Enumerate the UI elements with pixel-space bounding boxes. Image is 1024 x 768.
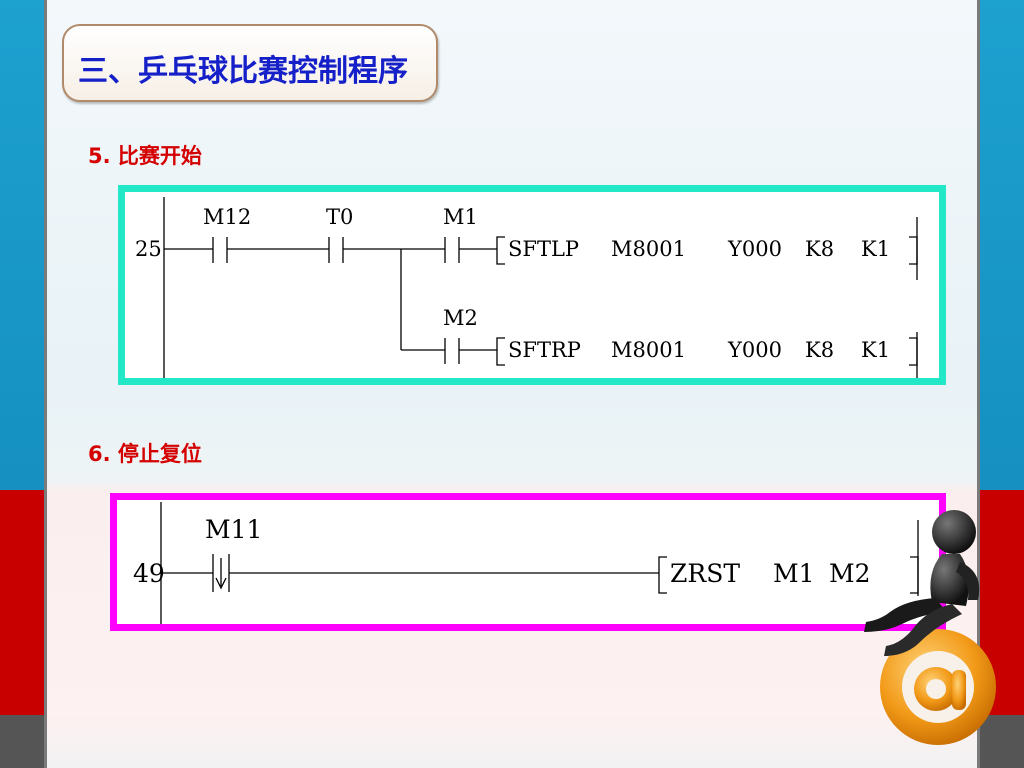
slide-title-box: 三、乒乓球比赛控制程序 [62,24,438,102]
instruction-bracket-left [496,236,505,265]
instruction-operand: M8001 [611,338,686,362]
decorative-figure-icon [856,502,1006,752]
instruction-operand: Y000 [727,237,782,261]
left-color-band [0,0,44,768]
contact-label: M1 [443,205,478,229]
instruction-operand: M2 [829,559,871,588]
contact-label: M2 [443,306,478,330]
contact-label: M12 [203,205,251,229]
instruction-name: SFTRP [508,338,581,362]
instruction-bracket-left [658,556,667,594]
ladder-diagram-reset: 49 M11 ZRST M1 M2 [110,493,946,631]
ladder-svg-start: 25 M12 T0 M1 SFTLP M8001 Y000 K8 K1 M2 S… [135,197,918,378]
step-number: 49 [133,559,165,588]
ladder-diagram-start: 25 M12 T0 M1 SFTLP M8001 Y000 K8 K1 M2 S… [118,185,946,385]
instruction-operand: K1 [861,237,890,261]
slide-title: 三、乒乓球比赛控制程序 [78,54,408,89]
instruction-operand: K1 [861,338,890,362]
at-sign-icon [880,629,996,745]
section-label-start: 5. 比赛开始 [88,144,202,168]
instruction-name: SFTLP [508,237,579,261]
person-figure-icon [864,510,980,656]
contact-label: M11 [205,515,262,544]
instruction-bracket-left-2 [496,337,505,366]
instruction-operand: K8 [805,237,834,261]
instruction-operand: K8 [805,338,834,362]
step-number: 25 [135,237,162,261]
instruction-operand: M8001 [611,237,686,261]
right-edge-line [977,0,980,768]
contact-label: T0 [326,205,353,229]
instruction-name: ZRST [670,559,740,588]
instruction-bracket-right [910,556,919,594]
instruction-bracket-right [909,236,918,265]
instruction-operand: Y000 [727,338,782,362]
instruction-bracket-right-2 [909,337,918,366]
instruction-operand: M1 [773,559,815,588]
left-edge-line [44,0,47,768]
right-color-band [980,0,1024,768]
ladder-svg-reset: 49 M11 ZRST M1 M2 [133,502,919,624]
section-label-reset: 6. 停止复位 [88,442,202,466]
falling-edge-arrow-head [215,577,227,590]
